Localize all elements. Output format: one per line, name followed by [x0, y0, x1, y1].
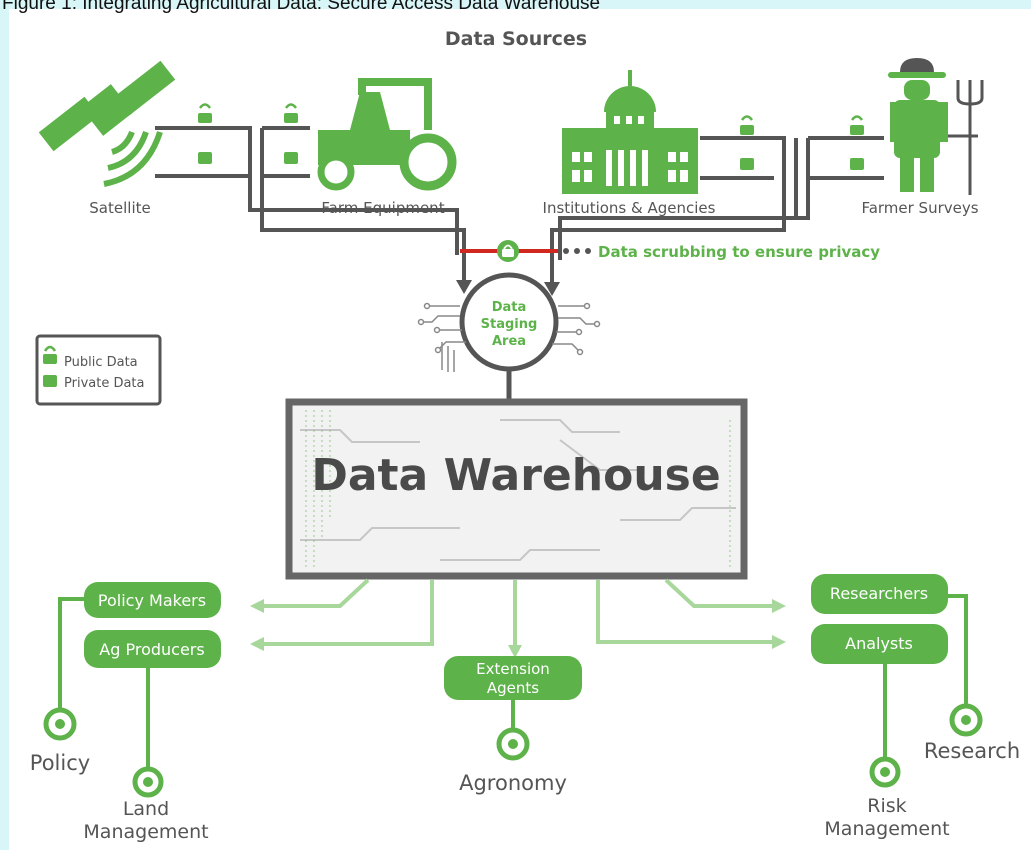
legend: Public Data Private Data	[35, 334, 162, 406]
source-label-farm-equipment: Farm Equipment	[321, 199, 444, 217]
pill-researchers-label: Researchers	[830, 584, 928, 603]
outgoing-arrowheads	[250, 599, 786, 658]
pill-ag-producers-label: Ag Producers	[99, 640, 204, 659]
privacy-scrubbing-barrier	[460, 240, 591, 262]
figure-title: Figure 1: Integrating Agricultural Data:…	[2, 0, 601, 14]
staging-label-line3: Area	[492, 334, 526, 349]
target-icon	[496, 727, 530, 761]
source-connectors	[155, 126, 884, 282]
outcome-risk-line1: Risk	[867, 795, 906, 817]
outcome-policy: Policy	[30, 751, 90, 775]
target-icon	[869, 756, 901, 788]
public-data-icon	[43, 345, 57, 364]
pill-ag-producers: Ag Producers	[84, 630, 221, 668]
tractor-icon	[317, 78, 457, 191]
staging-label-line2: Staging	[481, 317, 538, 332]
scrubbing-note: Data scrubbing to ensure privacy	[598, 243, 880, 261]
outcome-land-line1: Land	[123, 798, 169, 820]
pill-analysts: Analysts	[811, 624, 948, 664]
satellite-icon	[38, 60, 176, 187]
outcome-agronomy: Agronomy	[459, 771, 567, 795]
source-label-institutions: Institutions & Agencies	[543, 199, 716, 217]
outcome-land-line2: Management	[83, 821, 208, 843]
data-sources-heading: Data Sources	[445, 28, 587, 50]
target-icon	[949, 703, 983, 737]
consumer-connectors	[58, 594, 968, 772]
pill-policy-makers-label: Policy Makers	[98, 591, 206, 610]
private-lock-icons	[198, 152, 864, 170]
legend-private-label: Private Data	[64, 376, 145, 391]
outgoing-flows	[262, 578, 772, 646]
data-warehouse-box	[285, 398, 748, 580]
pill-analysts-label: Analysts	[845, 634, 913, 653]
public-lock-icons	[198, 103, 864, 135]
staging-label-line1: Data	[492, 300, 527, 315]
staging-circuit-traces	[417, 302, 601, 372]
target-icon	[43, 707, 77, 741]
source-label-satellite: Satellite	[89, 199, 150, 217]
warehouse-title: Data Warehouse	[311, 450, 720, 501]
source-label-farmer-surveys: Farmer Surveys	[861, 199, 978, 217]
capitol-building-icon	[562, 70, 698, 194]
pill-extension-line2: Agents	[487, 679, 539, 697]
farmer-icon	[888, 58, 984, 195]
pill-extension-line1: Extension	[476, 660, 550, 678]
target-icon	[132, 766, 164, 798]
pill-researchers: Researchers	[811, 574, 948, 614]
private-data-icon	[43, 375, 57, 387]
pill-policy-makers: Policy Makers	[84, 582, 221, 618]
legend-public-label: Public Data	[64, 355, 138, 370]
outcome-research: Research	[924, 739, 1020, 763]
pill-extension-agents: Extension Agents	[444, 656, 582, 700]
arrowheads-in	[456, 280, 560, 296]
outcome-risk-line2: Management	[824, 818, 949, 840]
